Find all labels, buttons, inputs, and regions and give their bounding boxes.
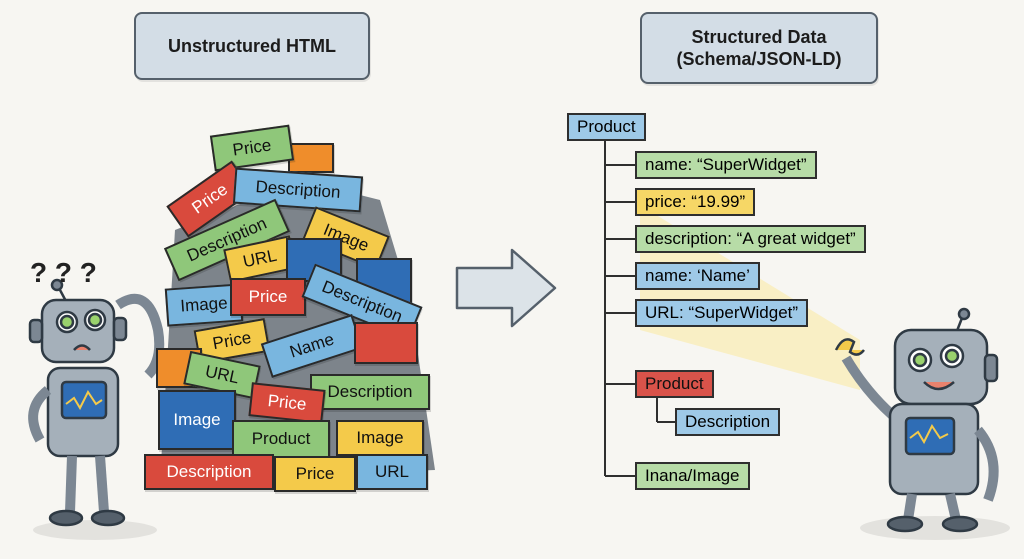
pile-card-blank: [354, 322, 418, 364]
pile-card-image: Image: [336, 420, 424, 456]
pile-card-price: Price: [274, 456, 356, 492]
pile-card-description: Description: [310, 374, 430, 410]
pile-card-price: Price: [230, 278, 306, 316]
structured-data-title: Structured Data (Schema/JSON-LD): [640, 12, 878, 84]
tree-node-description: description: “A great widget”: [635, 225, 866, 253]
confused-robot: [28, 278, 165, 527]
pile-card-description: Description: [144, 454, 274, 490]
tree-root-product: Product: [567, 113, 646, 141]
tree-node-price: price: “19.99”: [635, 188, 756, 216]
pile-card-orange-top: [288, 143, 334, 173]
tree-node-name-2: name: ‘Name’: [635, 262, 760, 290]
unstructured-html-title: Unstructured HTML: [134, 12, 370, 80]
robot-shadow-right: [860, 516, 1010, 540]
pile-card-image: Image: [158, 390, 236, 450]
tree-node-url: URL: “SuperWidget”: [635, 299, 809, 327]
tree-node-product: Product: [635, 370, 714, 398]
pile-card-url: URL: [356, 454, 428, 490]
tree-node-name: name: “SuperWidget”: [635, 151, 817, 179]
tree-node-description-child: Description: [675, 408, 781, 436]
transform-arrow: [455, 248, 557, 328]
question-marks: ? ? ?: [30, 257, 97, 288]
happy-robot: [834, 307, 999, 533]
pile-card-product: Product: [232, 420, 330, 458]
tree-node-image: Inana/Image: [635, 462, 750, 490]
tree-connectors: [604, 141, 675, 477]
